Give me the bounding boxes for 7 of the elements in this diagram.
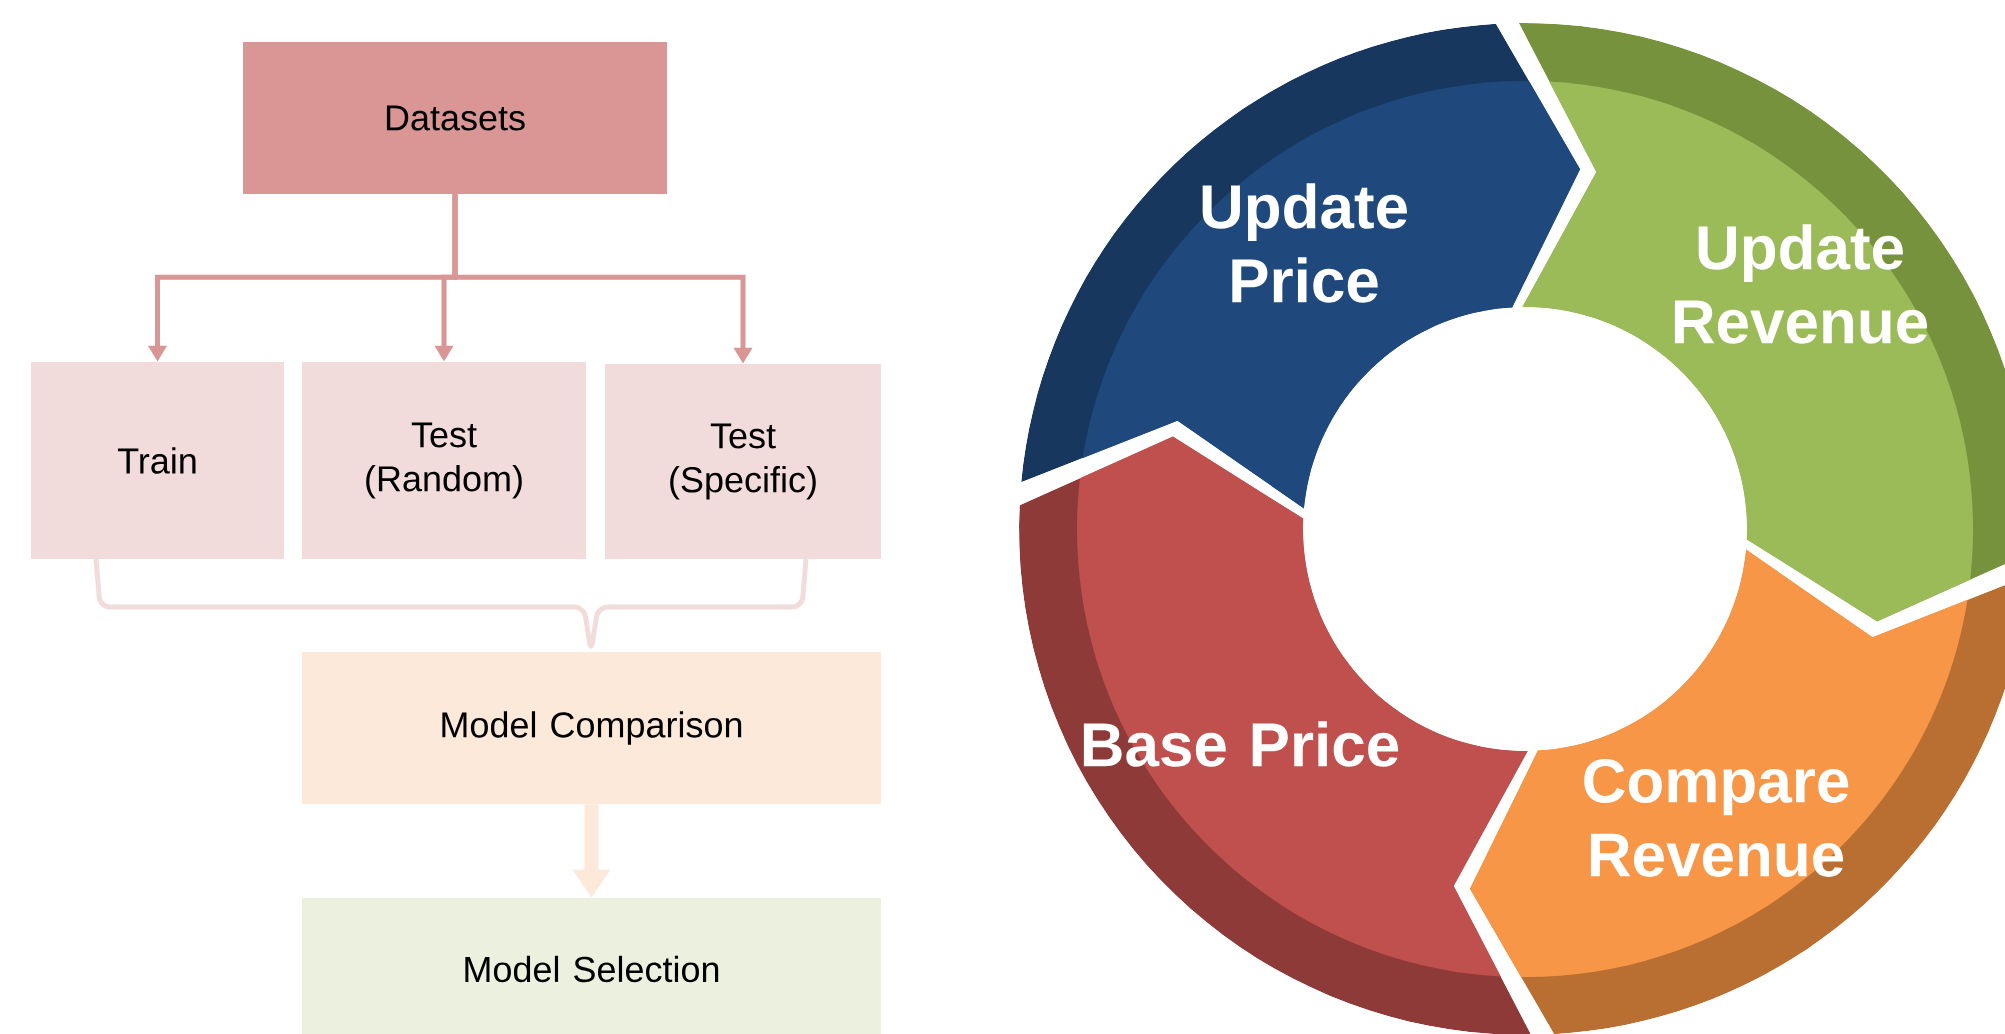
process-box: Test (Random) [302, 362, 586, 559]
arrow-segment: Compare Revenue [1469, 549, 2005, 1034]
process-box: Model Comparison [302, 652, 881, 804]
process-box: Train [31, 362, 284, 559]
process-box: Model Selection [302, 898, 881, 1034]
process-box: Test (Specific) [605, 364, 881, 559]
dataset-box: Datasets [243, 42, 667, 194]
